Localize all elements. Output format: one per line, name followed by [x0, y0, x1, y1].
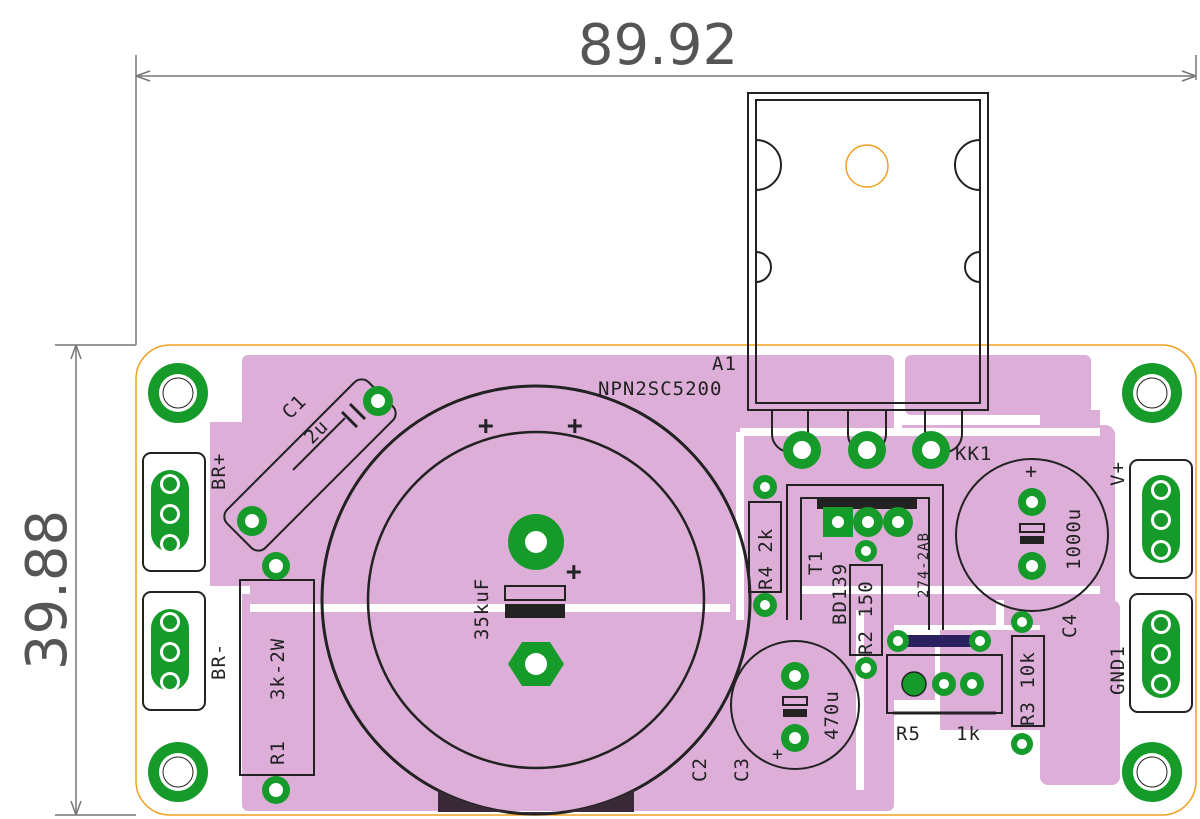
height-dimension	[55, 344, 136, 816]
connector-br-minus	[142, 591, 206, 711]
resistor-r1	[239, 552, 315, 804]
connector-br-plus	[142, 452, 206, 572]
capacitor-c1	[223, 378, 397, 552]
t1-pads	[823, 507, 913, 537]
r5-value: 1k	[956, 723, 981, 745]
a1-ref: A1	[712, 353, 737, 375]
resistor-r2	[849, 540, 883, 679]
board-outline	[135, 344, 1197, 816]
r3-label: R3 10k	[1017, 651, 1039, 726]
a1-pads	[783, 431, 950, 469]
connector-gnd	[1129, 593, 1193, 713]
r5-ref: R5	[896, 723, 921, 745]
r1-ref: R1	[267, 740, 289, 765]
gnd-label: GND1	[1107, 645, 1129, 695]
c2-plus-1: +	[478, 411, 495, 441]
a1-value: NPN2SC5200	[598, 378, 722, 400]
r4-label: R4 2k	[755, 528, 777, 590]
a1-mounting-hole	[845, 144, 889, 188]
resistor-r3	[1011, 611, 1045, 755]
connector-v-plus	[1129, 459, 1193, 579]
br-plus-label: BR+	[208, 453, 230, 490]
capacitor-c4	[955, 458, 1109, 612]
r1-value: 3k-2W	[267, 638, 289, 700]
c3-ref: C3	[731, 757, 753, 782]
c2-plus-3: +	[566, 557, 583, 587]
width-dimension	[135, 55, 1197, 345]
c4-plus: +	[1025, 459, 1038, 483]
kk1-label: KK1	[955, 443, 992, 465]
transistor-t1	[786, 484, 944, 630]
copper-pour	[210, 355, 1120, 811]
c3-plus: +	[772, 744, 784, 765]
capacitor-c2	[320, 384, 752, 816]
c4-ref: C4	[1059, 613, 1081, 638]
c3-value: 470u	[821, 690, 843, 740]
capacitor-c3	[730, 640, 860, 770]
c4-value: 1000u	[1063, 508, 1085, 570]
resistor-r4	[748, 475, 782, 617]
r2-label: R2 150	[855, 580, 877, 655]
height-dimension-label: 39.88	[15, 510, 80, 670]
c2-ref: C2	[689, 757, 711, 782]
mounting-holes	[148, 363, 1182, 802]
c2-plus-2: +	[567, 411, 584, 441]
width-dimension-label: 89.92	[578, 13, 738, 78]
t1-package: 274-2AB	[916, 532, 932, 598]
t1-value: BD139	[829, 563, 851, 625]
vplus-label: V+	[1107, 461, 1129, 486]
br-minus-label: BR-	[208, 643, 230, 680]
trimmer-r5	[886, 630, 1003, 715]
t1-ref: T1	[805, 550, 827, 575]
c2-value: 35kuF	[471, 578, 493, 640]
